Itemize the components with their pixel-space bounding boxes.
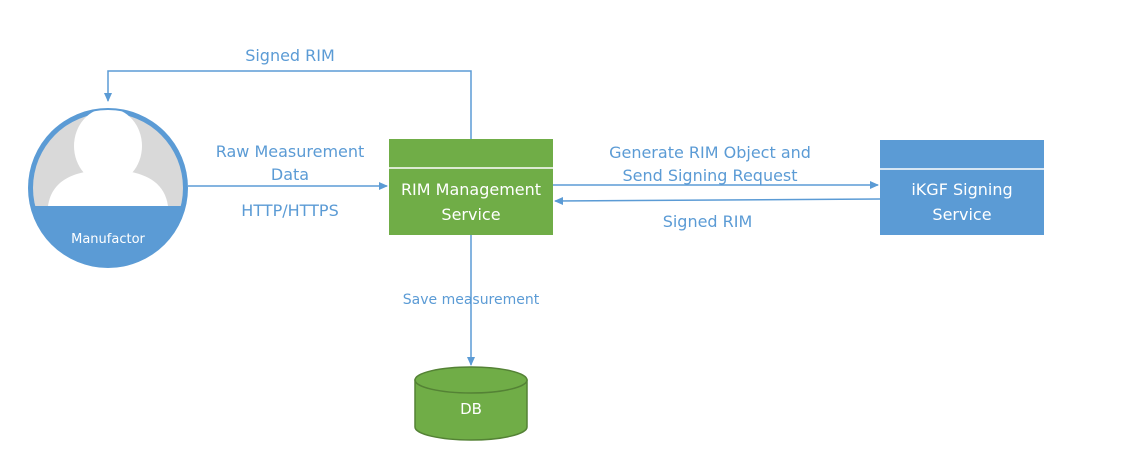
generate-request-label-line2: Send Signing Request [622,166,798,185]
manufactor-label: Manufactor [71,232,145,247]
ikgf-service-title-line1: iKGF Signing [911,180,1013,199]
db-label: DB [460,400,482,418]
db-cylinder [414,366,528,441]
signed-rim-top-label: Signed RIM [245,46,335,65]
raw-measurement-label-line2: Data [270,165,310,184]
rim-service-title-line2: Service [441,205,501,224]
manufactor-avatar [28,108,188,268]
save-measurement-label: Save measurement [402,292,540,308]
signed-rim-return-arrow [104,70,472,139]
signed-rim-response-arrow [554,196,881,205]
signed-rim-right-label: Signed RIM [662,212,753,231]
rim-management-service-node [389,139,553,235]
rim-service-title-line1: RIM Management [400,180,542,199]
ikgf-service-title-line2: Service [932,205,992,224]
protocol-label: HTTP/HTTPS [241,201,339,220]
user-avatar-icon [48,110,168,206]
generate-request-label-line1: Generate RIM Object and [609,143,811,162]
raw-measurement-label-line1: Raw Measurement [215,142,365,161]
ikgf-signing-service-node [880,140,1044,235]
